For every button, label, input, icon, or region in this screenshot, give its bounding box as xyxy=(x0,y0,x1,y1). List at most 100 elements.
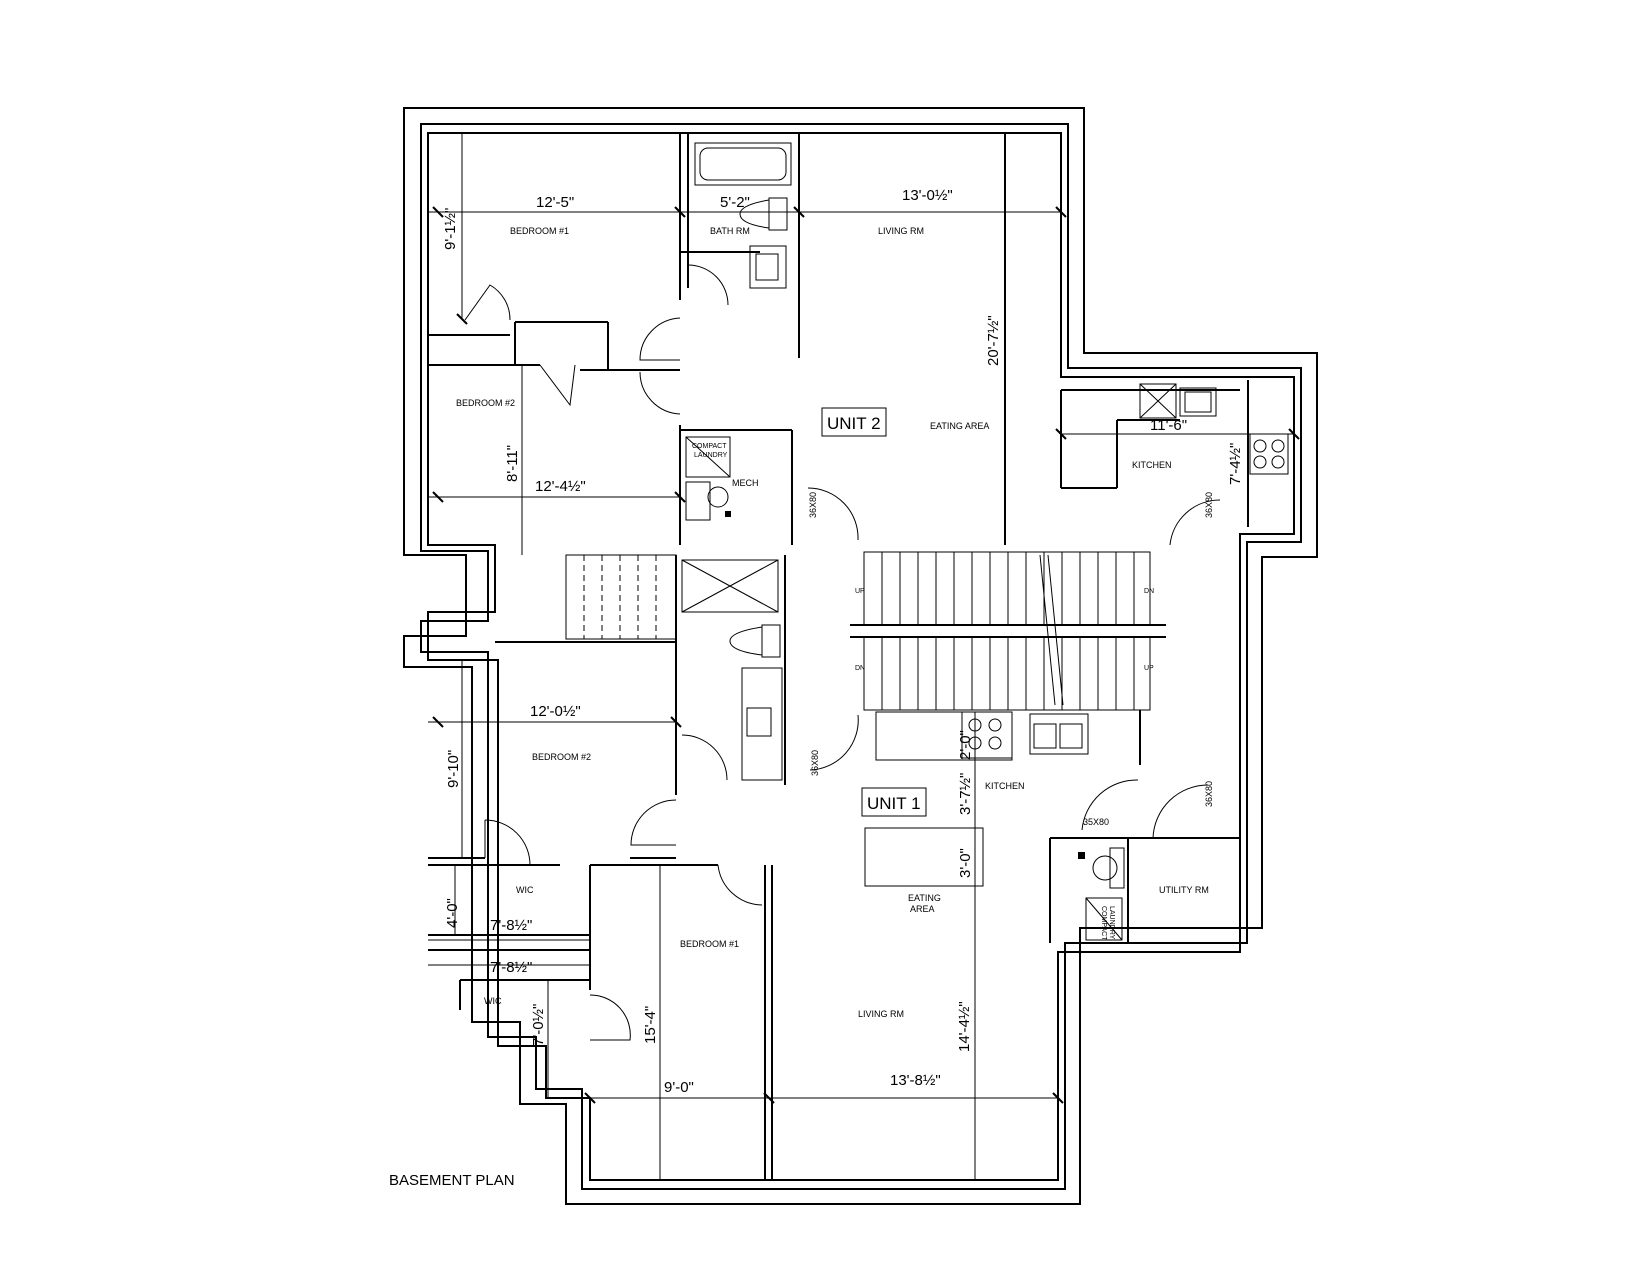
u1-laundry-diag xyxy=(1085,897,1123,941)
u2-bed1-door xyxy=(464,284,511,321)
u2-mech-unit xyxy=(685,481,711,521)
u2-toilet-tank xyxy=(768,197,788,231)
u2-laundry-label-1: COMPACT xyxy=(692,443,727,450)
u2-living-label: LIVING RM xyxy=(878,226,924,236)
u1-sink-bowl-1 xyxy=(1033,723,1057,749)
u2-bedroom1-label: BEDROOM #1 xyxy=(510,226,569,236)
u2-laundry-diag xyxy=(685,436,731,478)
u1-wic-bottom-label: WIC xyxy=(484,996,502,1006)
u2-burner-3 xyxy=(1253,455,1267,469)
u1-hall-door-1 xyxy=(630,799,677,846)
u2-toilet-bowl xyxy=(739,199,770,229)
u1-shower-x2 xyxy=(681,559,779,613)
u1-bath-door xyxy=(681,734,728,781)
u1-bedroom2-label: BEDROOM #2 xyxy=(532,752,591,762)
u2-laundry-label-2: LAUNDRY xyxy=(694,452,728,459)
door-label-3: 36X80 xyxy=(810,750,820,776)
u1-counter xyxy=(875,711,1013,761)
unit1-label-box xyxy=(861,787,927,817)
u2-burner-2 xyxy=(1271,439,1285,453)
u2-closet-door xyxy=(539,364,576,407)
door-label-1: 36X80 xyxy=(808,492,818,518)
u2-hall-door-1 xyxy=(639,317,681,361)
u1-mech-dot xyxy=(1078,852,1085,859)
u1-utility-label: UTILITY RM xyxy=(1159,885,1209,895)
u1-water-heater xyxy=(1092,855,1118,881)
u2-bath-sink-bowl xyxy=(755,253,779,281)
dim-u2-kitchen-h: 7'-4½" xyxy=(1227,443,1244,485)
u1-living-door xyxy=(809,714,859,771)
u1-wic-bottom-door xyxy=(589,994,631,1041)
u2-bath-label: BATH RM xyxy=(710,226,750,236)
u2-bathtub xyxy=(694,142,792,186)
dim-u2-bed2-w: 12'-4½" xyxy=(535,478,586,495)
dim-u2-living-h: 20'-7½" xyxy=(985,315,1002,366)
u2-mech-door xyxy=(807,487,859,541)
u1-sink-bowl-2 xyxy=(1059,723,1083,749)
stair-left-dashes xyxy=(583,555,657,639)
u1-kitchen-label: KITCHEN xyxy=(985,781,1025,791)
u1-island xyxy=(864,827,984,887)
outer-foundation-wall xyxy=(403,107,1318,1205)
main-stair-upper xyxy=(863,551,1151,626)
u1-mech-unit xyxy=(1109,847,1125,889)
u2-burner-1 xyxy=(1253,439,1267,453)
u1-door-35x80 xyxy=(1081,779,1139,831)
dim-u1-bed2-w: 12'-0½" xyxy=(530,703,581,720)
u2-range xyxy=(1249,433,1289,475)
u1-bedroom1-label: BEDROOM #1 xyxy=(680,939,739,949)
unit2-label-box xyxy=(821,407,887,437)
dim-u1-bed1-h: 15'-4" xyxy=(642,1006,659,1044)
door-label-5: 36X80 xyxy=(1204,781,1214,807)
u2-compact-laundry xyxy=(685,436,731,478)
stair-treads xyxy=(881,552,1135,710)
stair-break-1 xyxy=(1039,554,1056,706)
u1-toilet-bowl xyxy=(729,626,763,656)
u2-bathtub-inner xyxy=(699,147,787,181)
dim-u1-wic-top-w: 7'-8½" xyxy=(490,917,532,934)
u1-vanity xyxy=(741,667,783,781)
dim-u1-wic-top-h: 4'-0" xyxy=(444,898,461,928)
dim-u1-living-w: 13'-8½" xyxy=(890,1072,941,1089)
u2-fridge-x2 xyxy=(1139,383,1177,419)
dim-u1-kitchen-small: 2'-0" xyxy=(957,730,974,760)
dim-u2-bed1-w: 12'-5" xyxy=(536,194,574,211)
u1-kitchen-sink xyxy=(1029,713,1089,755)
u2-bath-sink xyxy=(749,245,787,289)
u2-bedroom2-label: BEDROOM #2 xyxy=(456,398,515,408)
stair-dn-right-label: DN xyxy=(1144,588,1154,595)
u1-wic-top-label: WIC xyxy=(516,885,534,895)
u2-kitchen-sink xyxy=(1179,387,1217,417)
dim-u2-bath-w: 5'-2" xyxy=(720,194,750,211)
stair-dn-left-label: DN xyxy=(855,665,865,672)
u2-water-heater xyxy=(707,486,729,508)
u1-eating-label-1: EATING xyxy=(908,893,941,903)
stair-left-flight xyxy=(565,554,677,640)
dim-u2-kitchen-w: 11'-6" xyxy=(1150,417,1187,434)
stair-break-2 xyxy=(1047,554,1064,706)
u1-laundry-label-1: COMPACT xyxy=(1100,906,1107,941)
u2-kitchen-door xyxy=(1169,499,1221,546)
dim-u2-living-w: 13'-0½" xyxy=(902,187,953,204)
u2-kitchen-sink-bowl xyxy=(1184,391,1212,413)
u1-toilet-tank xyxy=(761,624,781,658)
u1-burner-2 xyxy=(988,718,1002,732)
u2-mech-label: MECH xyxy=(732,478,759,488)
door-label-2: 36X80 xyxy=(1204,492,1214,518)
main-stair-lower xyxy=(863,636,1151,711)
u1-utility-door xyxy=(1152,784,1209,839)
unit1-label: UNIT 1 xyxy=(867,794,921,813)
foundation-mid-line xyxy=(420,123,1302,1190)
u2-bath-door xyxy=(687,264,729,306)
dim-u1-wic-bot-h: 7'-0½" xyxy=(530,1004,547,1046)
dim-u1-bed2-h: 9'-10" xyxy=(445,750,462,788)
u2-kitchen-label: KITCHEN xyxy=(1132,460,1172,470)
u1-compact-laundry xyxy=(1085,897,1123,941)
u2-hall-door-2 xyxy=(639,371,681,415)
stair-up-left-label: UP xyxy=(855,588,865,595)
dim-u2-bed2-h: 8'-11" xyxy=(504,445,521,482)
u1-living-label: LIVING RM xyxy=(858,1009,904,1019)
u1-range xyxy=(961,711,1013,759)
u2-eating-label: EATING AREA xyxy=(930,421,989,431)
